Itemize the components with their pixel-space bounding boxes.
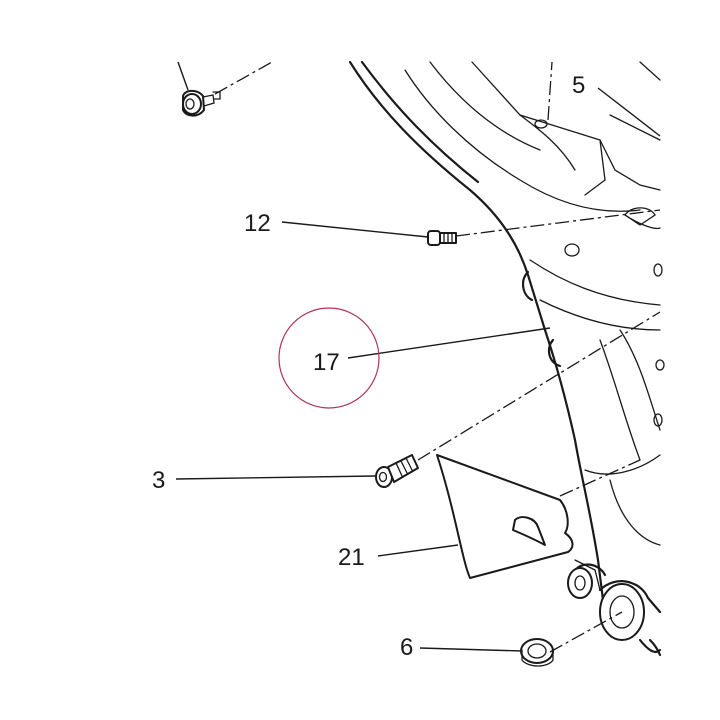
leader-lines [175, 61, 661, 652]
callout-5: 5 [572, 72, 585, 99]
callout-3: 3 [152, 467, 165, 494]
assembly-lines [214, 61, 661, 653]
grommet-part-6 [520, 638, 554, 667]
bolt-part-3 [375, 454, 419, 488]
grommet-pin-top-left [182, 89, 221, 117]
callout-21: 21 [338, 544, 365, 571]
callout-12: 12 [244, 210, 271, 237]
screw-part-12 [427, 230, 457, 246]
callout-17: 17 [313, 349, 340, 376]
callout-6: 6 [400, 634, 413, 661]
callout-highlight-circle [278, 307, 380, 409]
cover-plate-part-21 [436, 454, 574, 579]
